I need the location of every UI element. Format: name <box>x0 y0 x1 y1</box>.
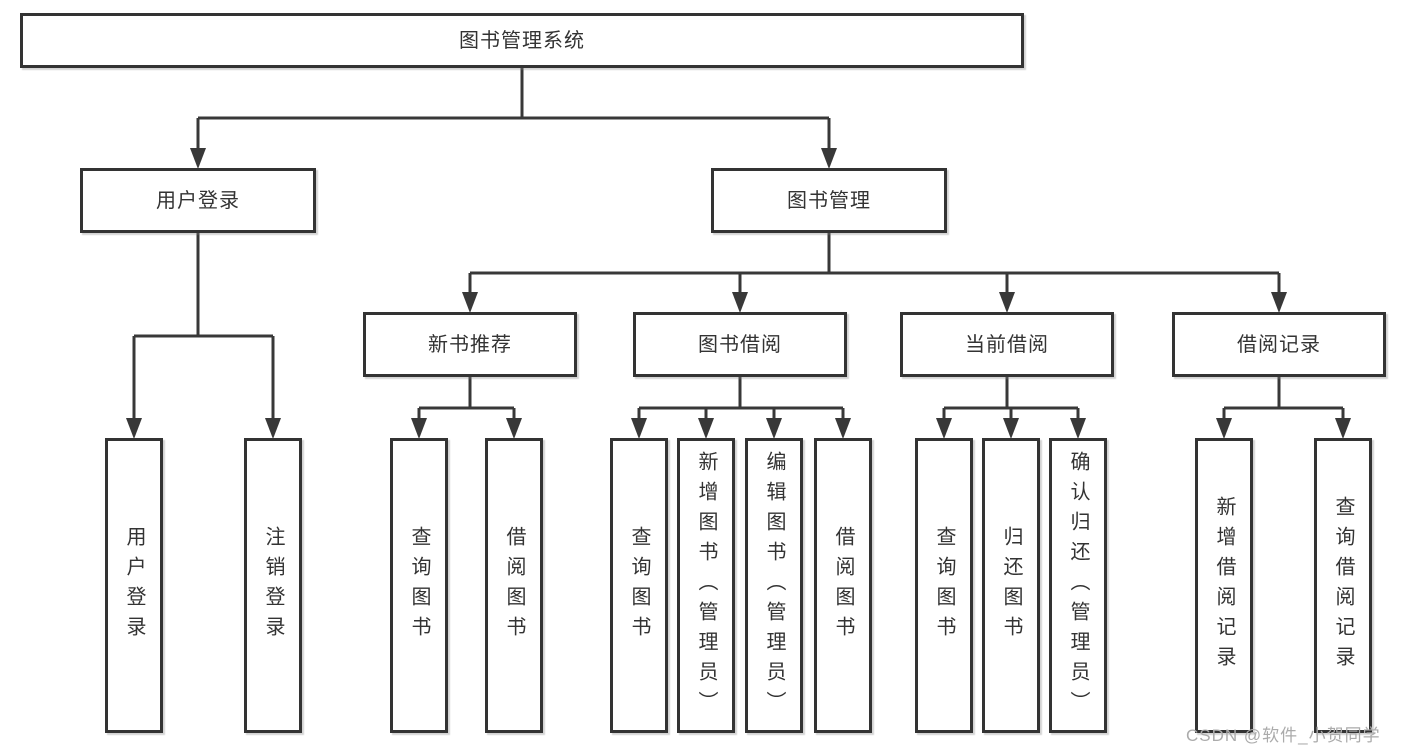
node-label: 用户登录 <box>156 189 240 212</box>
node-label: 借阅图书 <box>832 525 854 646</box>
node-book-management: 图书管理 <box>711 168 947 233</box>
node-label: 查询借阅记录 <box>1332 495 1354 676</box>
node-label: 归还图书 <box>1000 525 1022 646</box>
node-label: 图书管理系统 <box>459 29 585 52</box>
node-label: 当前借阅 <box>965 333 1049 356</box>
node-library-management-system: 图书管理系统 <box>20 13 1024 68</box>
watermark: CSDN @软件_小贺同学 <box>1186 726 1381 745</box>
leaf-query-book-3: 查询图书 <box>915 438 973 733</box>
leaf-confirm-return-admin: 确认归还（管理员） <box>1049 438 1107 733</box>
node-label: 注销登录 <box>262 525 284 646</box>
leaf-query-book-2: 查询图书 <box>610 438 668 733</box>
node-book-borrow: 图书借阅 <box>633 312 847 377</box>
leaf-add-borrow-record: 新增借阅记录 <box>1195 438 1253 733</box>
node-user-login: 用户登录 <box>80 168 316 233</box>
node-label: 新书推荐 <box>428 333 512 356</box>
node-label: 图书借阅 <box>698 333 782 356</box>
node-new-book-recommend: 新书推荐 <box>363 312 577 377</box>
node-label: 新增借阅记录 <box>1213 495 1235 676</box>
leaf-add-book-admin: 新增图书（管理员） <box>677 438 735 733</box>
leaf-borrow-book-1: 借阅图书 <box>485 438 543 733</box>
node-label: 借阅记录 <box>1237 333 1321 356</box>
leaf-query-borrow-record: 查询借阅记录 <box>1314 438 1372 733</box>
node-label: 图书管理 <box>787 189 871 212</box>
node-label: 查询图书 <box>933 525 955 646</box>
node-borrow-records: 借阅记录 <box>1172 312 1386 377</box>
node-label: 用户登录 <box>123 525 145 646</box>
node-current-borrow: 当前借阅 <box>900 312 1114 377</box>
node-label: 查询图书 <box>628 525 650 646</box>
node-label: 新增图书（管理员） <box>695 450 717 721</box>
leaf-query-book-1: 查询图书 <box>390 438 448 733</box>
node-label: 借阅图书 <box>503 525 525 646</box>
node-label: 编辑图书（管理员） <box>763 450 785 721</box>
leaf-edit-book-admin: 编辑图书（管理员） <box>745 438 803 733</box>
leaf-logout: 注销登录 <box>244 438 302 733</box>
node-label: 查询图书 <box>408 525 430 646</box>
leaf-borrow-book-2: 借阅图书 <box>814 438 872 733</box>
leaf-return-book: 归还图书 <box>982 438 1040 733</box>
leaf-user-login: 用户登录 <box>105 438 163 733</box>
node-label: 确认归还（管理员） <box>1067 450 1089 721</box>
